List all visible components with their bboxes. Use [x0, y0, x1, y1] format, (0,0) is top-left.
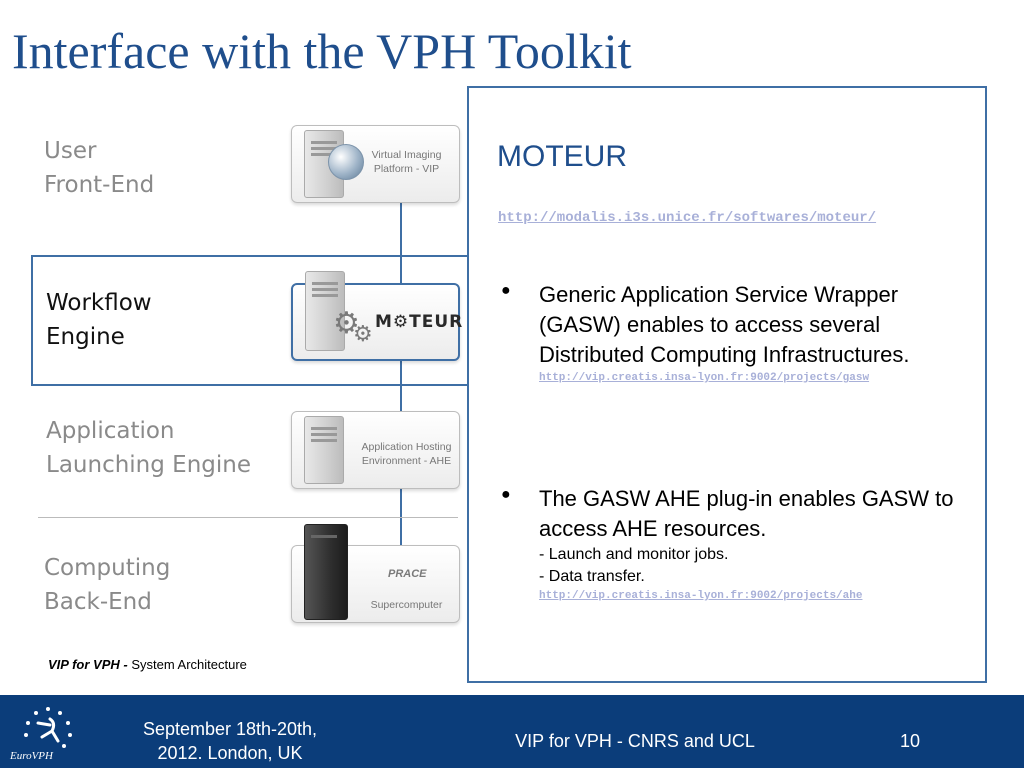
- node-supercomputer-caption: Supercomputer: [370, 599, 443, 611]
- bullet-gasw: ● Generic Application Service Wrapper (G…: [501, 280, 985, 386]
- footer-center-text: VIP for VPH - CNRS and UCL: [515, 731, 755, 751]
- gear-icon: ⚙: [333, 307, 360, 340]
- globe-icon: [328, 144, 364, 180]
- bullet-dot-icon: ●: [501, 486, 511, 503]
- node-moteur: ⚙ ⚙ M⚙TEUR: [291, 271, 464, 361]
- node-ahe-caption: Application Hosting Environment - AHE: [361, 441, 452, 467]
- layer-label-workflow-engine: Workflow Engine: [46, 290, 152, 350]
- supercomputer-icon: [304, 524, 348, 620]
- server-icon: [304, 416, 344, 484]
- moteur-panel: MOTEUR http://modalis.i3s.unice.fr/softw…: [467, 86, 987, 683]
- node-vip: Virtual Imaging Platform - VIP: [291, 125, 460, 203]
- gasw-link[interactable]: http://vip.creatis.insa-lyon.fr:9002/pro…: [539, 372, 870, 384]
- server-icon: [305, 271, 345, 351]
- slide-title: Interface with the VPH Toolkit: [12, 23, 632, 79]
- layer-divider: [38, 517, 458, 518]
- ahe-link[interactable]: http://vip.creatis.insa-lyon.fr:9002/pro…: [539, 590, 863, 602]
- footer-date: September 18th-20th, 2012. London, UK: [142, 719, 318, 763]
- bullet-dot-icon: ●: [501, 282, 511, 299]
- bullet-gasw-text: Generic Application Service Wrapper (GAS…: [539, 282, 910, 367]
- moteur-logo: M⚙TEUR: [375, 312, 464, 332]
- gear-icon: ⚙: [353, 321, 373, 346]
- layer-label-application-launching: Application Launching Engine: [46, 418, 251, 478]
- page-number: 10: [899, 731, 921, 751]
- bullet-ahe: ● The GASW AHE plug-in enables GASW to a…: [501, 484, 985, 604]
- bullet-ahe-text: The GASW AHE plug-in enables GASW to acc…: [539, 486, 954, 541]
- diagram-caption: VIP for VPH - System Architecture: [48, 657, 247, 672]
- panel-title: MOTEUR: [497, 140, 627, 173]
- layer-label-user-front-end: User Front-End: [44, 138, 155, 198]
- node-supercomputer: PRACE Supercomputer: [291, 524, 460, 623]
- eurovph-logo-icon: EuroVPH: [9, 707, 72, 762]
- diagram-connector-line: [400, 200, 402, 620]
- eurovph-logo-text: EuroVPH: [9, 750, 54, 762]
- node-ahe: Application Hosting Environment - AHE: [291, 411, 460, 489]
- prace-badge: PRACE: [388, 568, 427, 580]
- bullet-ahe-sub-1: - Launch and monitor jobs.: [539, 546, 729, 563]
- slide-footer: EuroVPH September 18th-20th, 2012. Londo…: [0, 695, 1024, 768]
- layer-label-computing-back-end: Computing Back-End: [44, 555, 171, 615]
- node-vip-caption: Virtual Imaging Platform - VIP: [371, 149, 442, 175]
- bullet-ahe-sub-2: - Data transfer.: [539, 568, 645, 585]
- moteur-link[interactable]: http://modalis.i3s.unice.fr/softwares/mo…: [498, 210, 877, 226]
